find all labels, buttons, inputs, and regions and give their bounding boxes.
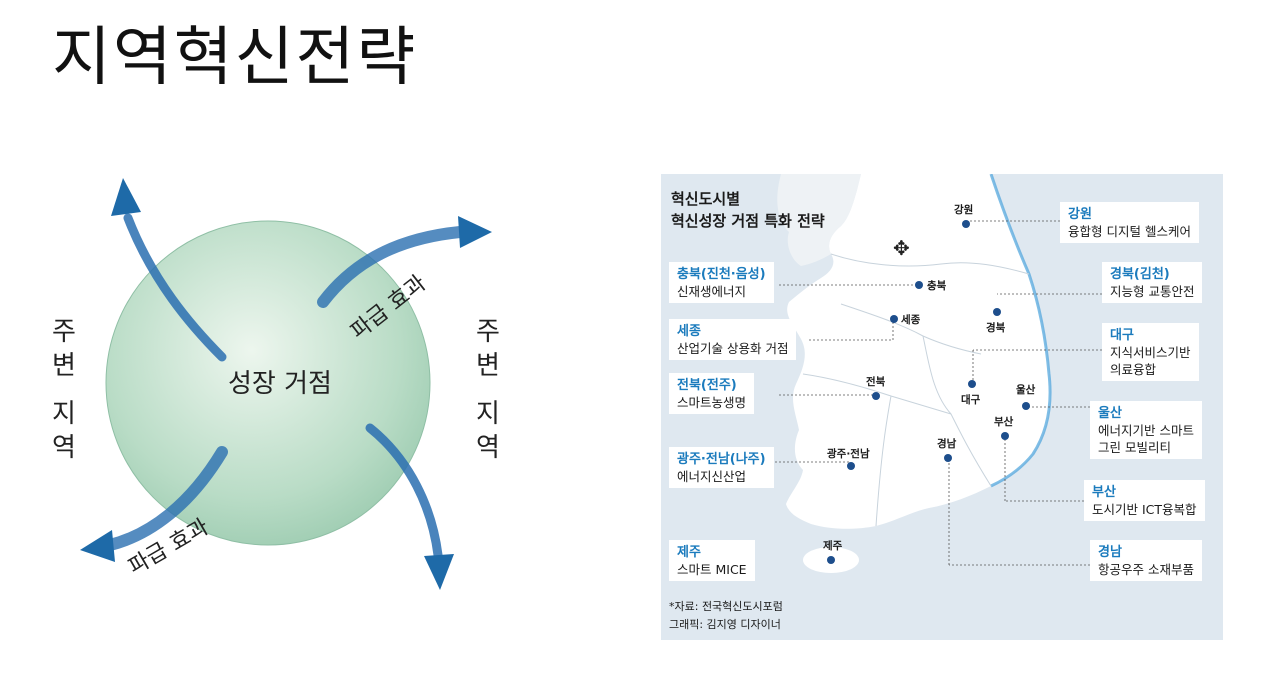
- region-name: 전북(전주): [677, 378, 737, 393]
- svg-text:지: 지: [52, 399, 76, 429]
- region-name: 경남: [1098, 545, 1122, 560]
- svg-text:주: 주: [52, 317, 76, 347]
- korea-map-shape: [759, 174, 1110, 573]
- ripple-arrow-bottom-right: [365, 423, 454, 590]
- move-cursor-icon: ✥: [893, 236, 910, 260]
- city-label-jeonbuk: 전북: [866, 376, 886, 388]
- svg-text:주: 주: [476, 317, 500, 347]
- region-desc: 지식서비스기반: [1110, 345, 1191, 360]
- region-box-daegu: 대구 지식서비스기반 의료융합: [1102, 323, 1199, 381]
- growth-pole-label: 성장 거점: [228, 369, 332, 399]
- page-title: 지역혁신전략: [52, 21, 418, 95]
- periphery-label-left: 주 변 지 역: [52, 317, 76, 463]
- region-box-gyeongnam: 경남 항공우주 소재부품: [1090, 540, 1202, 581]
- svg-text:지: 지: [476, 399, 500, 429]
- region-desc: 에너지신산업: [677, 469, 747, 484]
- ripple-arrow-top-left: [111, 178, 227, 362]
- region-box-jeonbuk: 전북(전주) 스마트농생명: [669, 373, 755, 414]
- growth-pole-diagram: 성장 거점 파급 효과 파급 효과 주 변 지 역 주 변 지 역: [52, 178, 500, 590]
- region-desc: 지능형 교통안전: [1110, 284, 1195, 299]
- city-label-gangwon: 강원: [954, 204, 974, 216]
- map-title-line2: 혁신성장 거점 특화 전략: [671, 212, 825, 230]
- innovation-city-map: 혁신도시별 혁신성장 거점 특화 전략 충북(진천·음성) 신재생에너지 세종 …: [661, 174, 1223, 640]
- city-dot-gyeongbuk: [993, 308, 1001, 316]
- region-desc: 에너지기반 스마트: [1098, 423, 1194, 438]
- region-name: 울산: [1098, 406, 1122, 421]
- region-desc: 신재생에너지: [677, 284, 747, 299]
- region-box-gangwon: 강원 융합형 디지털 헬스케어: [1060, 202, 1199, 243]
- ripple-arrow-top-right: [317, 216, 492, 308]
- map-source: *자료: 전국혁신도시포럼: [669, 600, 783, 613]
- city-label-gyeongnam: 경남: [937, 438, 957, 450]
- svg-text:변: 변: [52, 351, 76, 381]
- region-desc: 도시기반 ICT융복합: [1092, 502, 1197, 517]
- region-box-gwangju-jeonnam: 광주·전남(나주) 에너지신산업: [669, 447, 774, 488]
- ripple-arrow-bottom-left: [80, 446, 228, 562]
- region-name: 강원: [1068, 207, 1092, 222]
- city-label-daegu: 대구: [961, 394, 981, 406]
- region-box-ulsan: 울산 에너지기반 스마트 그린 모빌리티: [1090, 401, 1202, 459]
- city-dot-jeju: [827, 556, 835, 564]
- ripple-effect-label-bottom: 파급 효과: [125, 515, 214, 581]
- city-dot-busan: [1001, 432, 1009, 440]
- region-box-gyeongbuk: 경북(김천) 지능형 교통안전: [1102, 262, 1203, 303]
- city-label-sejong: 세종: [901, 314, 921, 326]
- region-name: 충북(진천·음성): [677, 267, 766, 282]
- region-desc: 스마트 MICE: [677, 562, 747, 577]
- city-dot-gwangju-jeonnam: [847, 462, 855, 470]
- region-desc: 항공우주 소재부품: [1098, 562, 1194, 577]
- region-name: 광주·전남(나주): [677, 452, 766, 467]
- city-label-gwangju-jeonnam: 광주·전남: [827, 448, 870, 460]
- svg-text:역: 역: [476, 433, 500, 463]
- city-dot-jeonbuk: [872, 392, 880, 400]
- region-desc: 스마트농생명: [677, 395, 747, 410]
- growth-pole-circle: [105, 220, 431, 546]
- periphery-label-right: 주 변 지 역: [476, 317, 500, 463]
- city-dot-sejong: [890, 315, 898, 323]
- region-box-chungbuk: 충북(진천·음성) 신재생에너지: [669, 262, 774, 303]
- city-label-jeju: 제주: [823, 540, 843, 552]
- region-box-sejong: 세종 산업기술 상용화 거점: [669, 319, 797, 360]
- region-name: 제주: [677, 545, 701, 560]
- region-name: 세종: [677, 324, 701, 339]
- map-graphic-credit: 그래픽: 김지영 디자이너: [669, 618, 781, 631]
- svg-text:역: 역: [52, 433, 76, 463]
- city-label-ulsan: 울산: [1016, 384, 1036, 396]
- region-desc: 산업기술 상용화 거점: [677, 341, 789, 356]
- region-name: 대구: [1110, 328, 1134, 343]
- region-box-jeju: 제주 스마트 MICE: [669, 540, 755, 581]
- region-desc-2: 그린 모빌리티: [1098, 440, 1171, 455]
- city-dot-ulsan: [1022, 402, 1030, 410]
- city-label-chungbuk: 충북: [927, 280, 947, 292]
- city-dot-gyeongnam: [944, 454, 952, 462]
- city-label-gyeongbuk: 경북: [986, 322, 1006, 334]
- map-title-line1: 혁신도시별: [671, 190, 741, 208]
- region-box-busan: 부산 도시기반 ICT융복합: [1084, 480, 1205, 521]
- region-name: 경북(김천): [1110, 267, 1170, 282]
- region-desc-2: 의료융합: [1110, 362, 1157, 377]
- svg-text:변: 변: [476, 351, 500, 381]
- city-dot-chungbuk: [915, 281, 923, 289]
- region-name: 부산: [1092, 485, 1116, 500]
- region-desc: 융합형 디지털 헬스케어: [1068, 224, 1191, 239]
- city-label-busan: 부산: [994, 416, 1014, 428]
- city-dot-daegu: [968, 380, 976, 388]
- city-dot-gangwon: [962, 220, 970, 228]
